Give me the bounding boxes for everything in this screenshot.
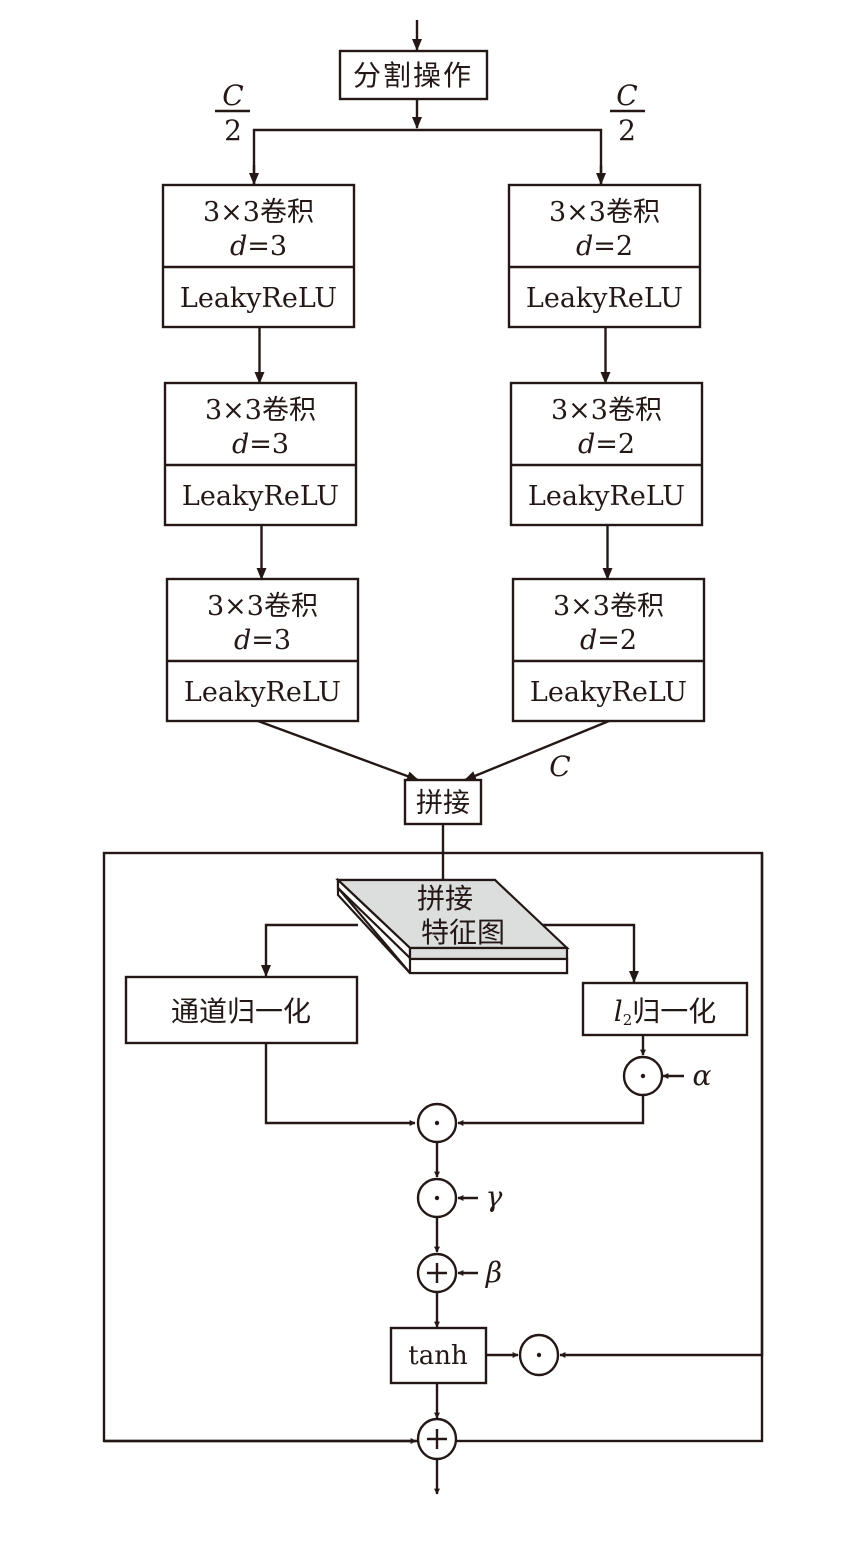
- split-operation-label: 分割操作: [353, 59, 473, 92]
- activation-label: LeakyReLU: [184, 677, 341, 708]
- beta-param: β: [485, 1256, 502, 1289]
- l2-norm-box: l2归一化: [581, 981, 749, 1037]
- l2-prefix: l: [614, 995, 623, 1028]
- alpha-multiply-node: [622, 1055, 664, 1097]
- dilation-value: =2: [593, 231, 633, 262]
- channel-to-merge-arrow: [264, 1043, 416, 1126]
- channel-norm-box: 通道归一化: [124, 975, 359, 1045]
- residual-add-node: [416, 1417, 458, 1461]
- right-fraction-den: 2: [618, 114, 636, 147]
- conv-label: 3×3卷积: [207, 591, 318, 622]
- frame-to-gate-arrow: [559, 853, 764, 1358]
- conv-label: 3×3卷积: [205, 395, 316, 426]
- concat-channel-label: C: [549, 750, 570, 783]
- dilation-var: d: [580, 625, 597, 656]
- left-fraction-num: C: [222, 79, 243, 112]
- l2-subscript: 2: [623, 1011, 633, 1029]
- dilation-var: d: [576, 231, 593, 262]
- split-operation-box: 分割操作: [338, 49, 489, 101]
- right-fraction-num: C: [616, 79, 637, 112]
- activation-label: LeakyReLU: [528, 481, 685, 512]
- dilation-label: d=2: [576, 231, 633, 262]
- dilation-value: =3: [249, 429, 289, 460]
- left-fraction-den: 2: [224, 114, 242, 147]
- activation-label: LeakyReLU: [530, 677, 687, 708]
- dot-operator-icon: [536, 1352, 542, 1358]
- conv-label: 3×3卷积: [551, 395, 662, 426]
- alpha-to-merge-arrow: [457, 1095, 645, 1126]
- concat-label: 拼接: [416, 788, 470, 819]
- dilation-value: =3: [251, 625, 291, 656]
- right-to-concat-arrow: [464, 719, 610, 782]
- feature-map-slab: 拼接 特征图: [335, 877, 570, 975]
- activation-label: LeakyReLU: [182, 481, 339, 512]
- dilation-var: d: [234, 625, 251, 656]
- tanh-box: tanh: [389, 1326, 488, 1385]
- concat-box: 拼接: [403, 778, 483, 826]
- to-l2-norm-arrow: [543, 923, 639, 983]
- merge-multiply-node: [416, 1102, 458, 1144]
- right-channel-fraction: C 2: [610, 79, 645, 147]
- dilation-label: d=3: [230, 231, 287, 262]
- to-channel-norm-arrow: [261, 923, 358, 977]
- dilation-value: =2: [597, 625, 637, 656]
- l2-norm-label: 归一化: [632, 995, 716, 1028]
- left-to-concat-arrow: [257, 719, 419, 782]
- left-channel-fraction: C 2: [215, 79, 250, 147]
- activation-label: LeakyReLU: [180, 283, 337, 314]
- dilation-var: d: [230, 231, 247, 262]
- dilation-label: d=3: [232, 429, 289, 460]
- beta-add-node: [416, 1252, 458, 1294]
- dot-operator-icon: [434, 1195, 440, 1201]
- tanh-label: tanh: [408, 1341, 468, 1371]
- feature-map-label-2: 特征图: [421, 916, 505, 949]
- dilation-label: d=3: [234, 625, 291, 656]
- dilation-value: =2: [595, 429, 635, 460]
- l2-norm-text: l2归一化: [614, 995, 717, 1029]
- gate-multiply-node: [518, 1333, 560, 1377]
- dilation-var: d: [578, 429, 595, 460]
- gamma-multiply-node: [416, 1177, 458, 1219]
- channel-norm-label: 通道归一化: [171, 995, 311, 1028]
- dilation-var: d: [232, 429, 249, 460]
- gamma-param: γ: [486, 1180, 503, 1213]
- dilation-value: =3: [247, 231, 287, 262]
- conv-label: 3×3卷积: [553, 591, 664, 622]
- activation-label: LeakyReLU: [526, 283, 683, 314]
- conv-label: 3×3卷积: [203, 197, 314, 228]
- dot-operator-icon: [434, 1120, 440, 1126]
- alpha-param: α: [693, 1059, 712, 1092]
- branch-split-line: [252, 128, 603, 184]
- dilation-label: d=2: [580, 625, 637, 656]
- dilation-label: d=2: [578, 429, 635, 460]
- dot-operator-icon: [640, 1073, 646, 1079]
- conv-label: 3×3卷积: [549, 197, 660, 228]
- feature-map-label-1: 拼接: [417, 882, 473, 915]
